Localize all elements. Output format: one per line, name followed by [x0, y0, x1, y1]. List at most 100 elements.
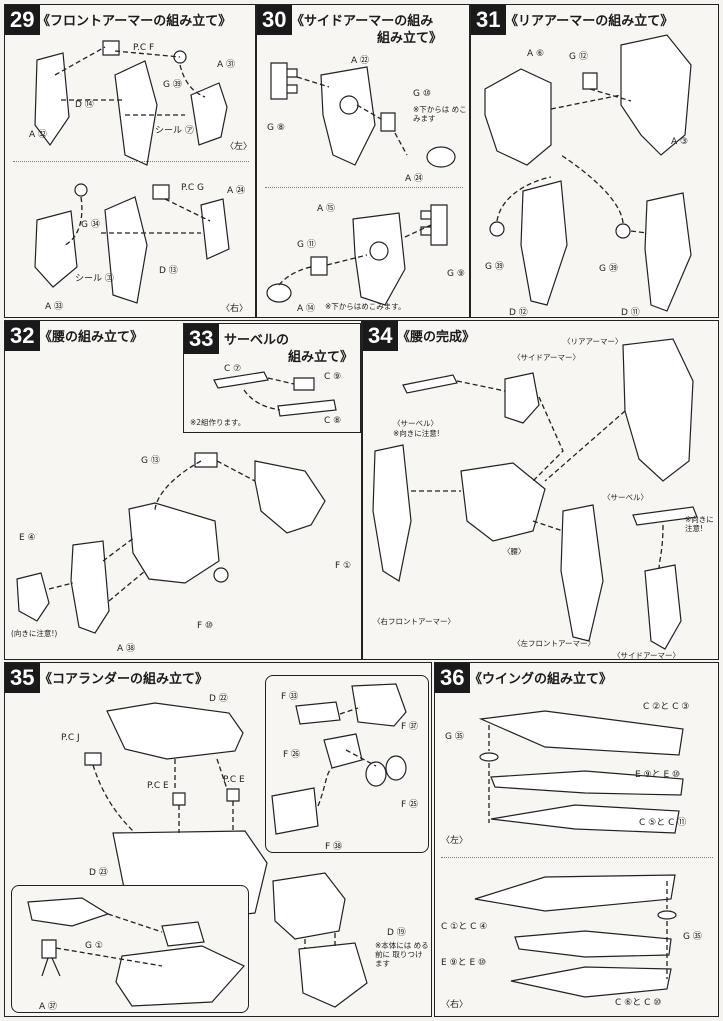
label-a31: A ㉛	[217, 60, 236, 70]
step-34-panel: 34 《腰の完成》 〈サイドアーマー〉 〈リアアーマー〉 〈サーベル〉 ※向きに…	[362, 320, 719, 660]
step-33-illustration	[213, 371, 337, 417]
label-c5-c11: C ⑤と C ⑪	[639, 818, 687, 828]
step-30-panel: 30 《サイドアーマーの組み 組み立て》 A ㉒ G ⑧ G ⑩ ※下からは め…	[256, 4, 470, 318]
step-number: 34	[363, 321, 399, 351]
label-a24: A ㉔	[405, 174, 424, 184]
step-title-line2: 組み立て》	[377, 31, 443, 46]
label-d22: D ㉒	[209, 694, 228, 704]
label-rear-armor: 〈リアアーマー〉	[563, 337, 623, 346]
label-e4: E ④	[19, 533, 36, 543]
label-g8: G ⑧	[267, 123, 285, 133]
step-number: 31	[471, 5, 507, 35]
step-title: 《フロントアーマーの組み立て》	[37, 14, 232, 29]
label-g39: G ㊴	[163, 80, 182, 90]
label-waist: 〈腰〉	[503, 547, 526, 556]
step-title: 《腰の完成》	[397, 330, 476, 345]
label-d12: D ⑫	[509, 308, 528, 318]
label-a15: A ⑮	[317, 204, 336, 214]
label-c2-c3: C ②と C ③	[643, 702, 690, 712]
label-g35-left: G ㉟	[445, 732, 464, 742]
label-e9-e10-right: E ⑨と E ⑩	[441, 958, 487, 968]
step-36-illustration	[474, 710, 684, 998]
step-title: 《コアランダーの組み立て》	[39, 672, 209, 687]
label-pcg: P.C G	[181, 183, 205, 193]
inset-detail-engine	[265, 675, 429, 853]
label-a38: A ㊳	[117, 644, 136, 654]
label-a24: A ㉔	[227, 186, 246, 196]
label-pcf: P.C F	[133, 43, 155, 53]
step-number: 33	[184, 324, 220, 354]
label-d13: D ⑬	[159, 266, 178, 276]
label-c8: C ⑧	[324, 416, 342, 426]
inset-engine-illustration	[271, 683, 407, 835]
label-pce-2: P.C E	[223, 775, 245, 785]
step-title: 《サイドアーマーの組み	[291, 14, 434, 29]
note-press-from-below-2: ※下からはめこみます。	[325, 302, 406, 311]
step-number: 29	[5, 5, 41, 35]
step-title-line2: 組み立て》	[288, 350, 354, 365]
label-g11: G ⑪	[297, 240, 316, 250]
label-a3: A ③	[671, 137, 689, 147]
label-g34: G ㉞	[81, 220, 100, 230]
label-f1: F ①	[335, 561, 352, 571]
label-f37: F ㊲	[401, 722, 419, 732]
label-g1: G ①	[85, 941, 103, 951]
note-attach-before: ※本体には める前に 取りつけ ます	[375, 941, 429, 968]
step-33-panel: 33 サーベルの 組み立て》 C ⑦ C ⑨ ※2組作ります。 C ⑧	[183, 323, 361, 433]
note-press-from-below: ※下からは めこみます	[413, 105, 467, 123]
step-29-illustration	[34, 40, 230, 304]
label-saber-2: 〈サーベル〉	[603, 493, 648, 502]
label-right: 〈右〉	[221, 304, 249, 314]
note-mind-direction: ※向きに注意!	[393, 429, 440, 438]
step-36-panel: 36 《ウイングの組み立て》 C ②と C ③ G ㉟ E ⑨と E ⑩ C ⑤…	[434, 662, 719, 1017]
label-right: 〈右〉	[441, 1000, 469, 1010]
note-mind-direction-2: ※向きに 注意!	[685, 515, 714, 533]
label-saber: 〈サーベル〉	[393, 419, 438, 428]
step-number: 36	[435, 663, 471, 693]
label-g10: G ⑩	[413, 89, 431, 99]
label-c1-c4: C ①と C ④	[441, 922, 488, 932]
label-f25: F ㉕	[401, 800, 419, 810]
label-left: 〈左〉	[441, 836, 469, 846]
label-g12: G ⑫	[569, 52, 588, 62]
step-30-illustration	[266, 62, 456, 306]
label-side-armor-2: 〈サイドアーマー〉	[613, 651, 681, 660]
label-side-armor: 〈サイドアーマー〉	[513, 353, 581, 362]
label-seal-b: シール ㋓	[75, 274, 114, 284]
label-g39-left: G ㊴	[485, 262, 504, 272]
inset-detail-cockpit	[11, 885, 249, 1013]
label-g35-right: G ㉟	[683, 932, 702, 942]
step-number: 35	[5, 663, 41, 693]
label-f33: F ㉝	[281, 692, 299, 702]
label-d14: D ⑭	[75, 100, 94, 110]
step-title: 《リアアーマーの組み立て》	[505, 14, 674, 29]
step-title: 《腰の組み立て》	[39, 330, 144, 345]
step-31-panel: 31 《リアアーマーの組み立て》 A ⑥ G ⑫ A ③ G ㊴ G ㊴ D ⑫…	[470, 4, 719, 318]
label-a6: A ⑥	[527, 49, 545, 59]
label-a22: A ㉒	[351, 56, 370, 66]
label-seal-a: シール ㋐	[155, 126, 194, 136]
label-f26: F ㉖	[283, 750, 301, 760]
inset-cockpit-illustration	[27, 897, 245, 1007]
label-g9: G ⑨	[447, 269, 465, 279]
label-g13: G ⑬	[141, 456, 160, 466]
label-pce-1: P.C E	[147, 781, 169, 791]
step-32-illustration	[16, 452, 326, 634]
note-mind-direction: (向きに注意!)	[11, 629, 58, 638]
step-number: 32	[5, 321, 41, 351]
label-right-front-armor: 〈右フロントアーマー〉	[373, 617, 456, 626]
label-a33: A ㉝	[45, 302, 64, 312]
label-a32: A ㉜	[29, 130, 48, 140]
label-c7: C ⑦	[224, 364, 242, 374]
step-title: サーベルの	[224, 333, 290, 348]
note-make-two: ※2組作ります。	[190, 418, 246, 427]
label-left: 〈左〉	[225, 142, 253, 152]
step-34-illustration	[372, 338, 698, 650]
label-a37: A ㊲	[39, 1002, 58, 1012]
step-32-panel: 32 《腰の組み立て》 G ⑬ E ④ F ① F ⑩ (向きに注意!) A ㊳…	[4, 320, 362, 660]
label-e9-e10-left: E ⑨と E ⑩	[635, 770, 681, 780]
label-g39-right: G ㊴	[599, 264, 618, 274]
label-f38: F ㊳	[325, 842, 343, 852]
label-a14: A ⑭	[297, 304, 316, 314]
step-title: 《ウイングの組み立て》	[469, 672, 613, 687]
